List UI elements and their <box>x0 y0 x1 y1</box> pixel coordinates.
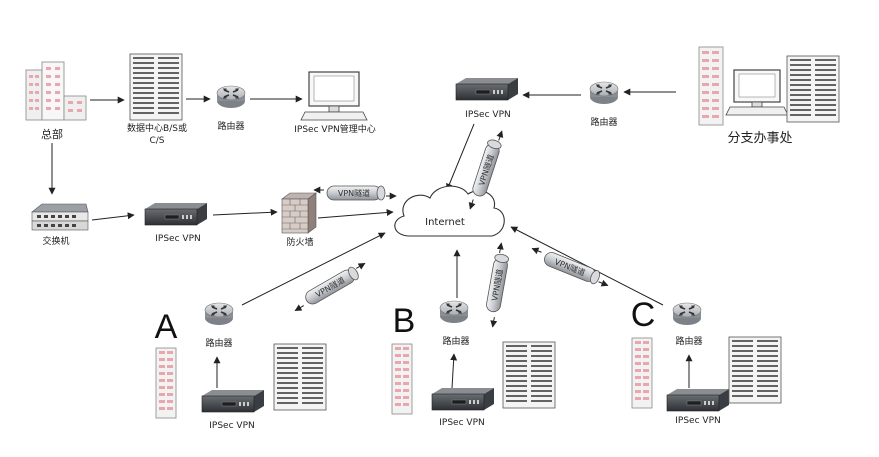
vpn-tunnel-site-c: VPN隧道 <box>531 247 609 287</box>
site-b-router-label: 路由器 <box>442 335 469 347</box>
vpn-hq-label: IPSec VPN <box>155 234 200 244</box>
site-c-vpn-label: IPSec VPN <box>675 416 720 426</box>
vpn-branch-icon <box>455 77 519 101</box>
vpn-tunnel-branch: VPN隧道 <box>468 130 504 210</box>
switch-icon <box>31 203 89 231</box>
vpn-tunnel-firewall: VPN隧道 <box>313 185 397 201</box>
site-a-vpn-label: IPSec VPN <box>209 421 254 431</box>
site-a-rack-icon <box>155 347 177 419</box>
router-branch-label: 路由器 <box>590 116 617 128</box>
vpn-tunnel-firewall-label: VPN隧道 <box>338 188 370 198</box>
site-b-rack-icon <box>391 343 413 415</box>
site-b-vpn-label: IPSec VPN <box>439 418 484 428</box>
vpn-tunnel-site-b: VPN隧道 <box>485 242 510 328</box>
internet-cloud-icon <box>394 185 505 237</box>
hq-label: 总部 <box>41 127 63 141</box>
vpn-hq-icon <box>144 202 208 226</box>
mgmt-computer-icon <box>300 71 368 121</box>
site-a-server-icon <box>273 343 327 411</box>
site-a-router-icon <box>204 302 234 326</box>
link-switch-vpn <box>91 212 135 221</box>
site-c-router-icon <box>672 302 702 326</box>
site-a-router-label: 路由器 <box>205 337 232 349</box>
site-b-router-icon <box>439 300 469 324</box>
datacenter-label-line1: 数据中心B/S或 <box>127 122 187 134</box>
router-branch-icon <box>589 81 619 105</box>
firewall-icon <box>281 192 317 234</box>
branch-building-icon <box>698 46 724 126</box>
link-vpn-firewall <box>212 208 278 216</box>
site-b-server-icon <box>502 341 556 409</box>
datacenter-label-line2: C/S <box>149 136 164 146</box>
site-c-vpn-icon <box>666 388 730 412</box>
site-b-letter: B <box>393 302 416 340</box>
branch-office-label: 分支办事处 <box>727 131 792 146</box>
mgmt-center-label: IPSec VPN管理中心 <box>294 123 375 135</box>
site-c-letter: C <box>631 296 656 334</box>
site-c-router-label: 路由器 <box>675 335 702 347</box>
hq-building-icon <box>25 61 87 121</box>
site-c-rack-icon <box>631 337 653 409</box>
link-branchvpn-internet <box>446 123 475 191</box>
firewall-label: 防火墙 <box>286 236 313 248</box>
switch-label: 交换机 <box>42 235 69 247</box>
branch-computer-icon <box>725 69 789 116</box>
router-hq-label: 路由器 <box>217 120 244 132</box>
router-hq-icon <box>216 85 246 109</box>
link-siteB-vpn-router <box>450 353 458 389</box>
vpn-tunnel-site-a: VPN隧道 <box>294 262 366 312</box>
vpn-branch-label: IPSec VPN <box>465 110 510 120</box>
link-siteA-internet <box>241 232 386 306</box>
datacenter-server-icon <box>129 53 183 121</box>
site-b-vpn-icon <box>431 387 495 411</box>
link-firewall-internet <box>317 209 394 219</box>
site-c-server-icon <box>728 336 782 404</box>
site-a-letter: A <box>155 308 178 346</box>
internet-label: Internet <box>425 217 465 228</box>
connection-lines <box>48 88 693 389</box>
site-a-vpn-icon <box>201 389 265 413</box>
branch-server-icon <box>786 55 840 123</box>
